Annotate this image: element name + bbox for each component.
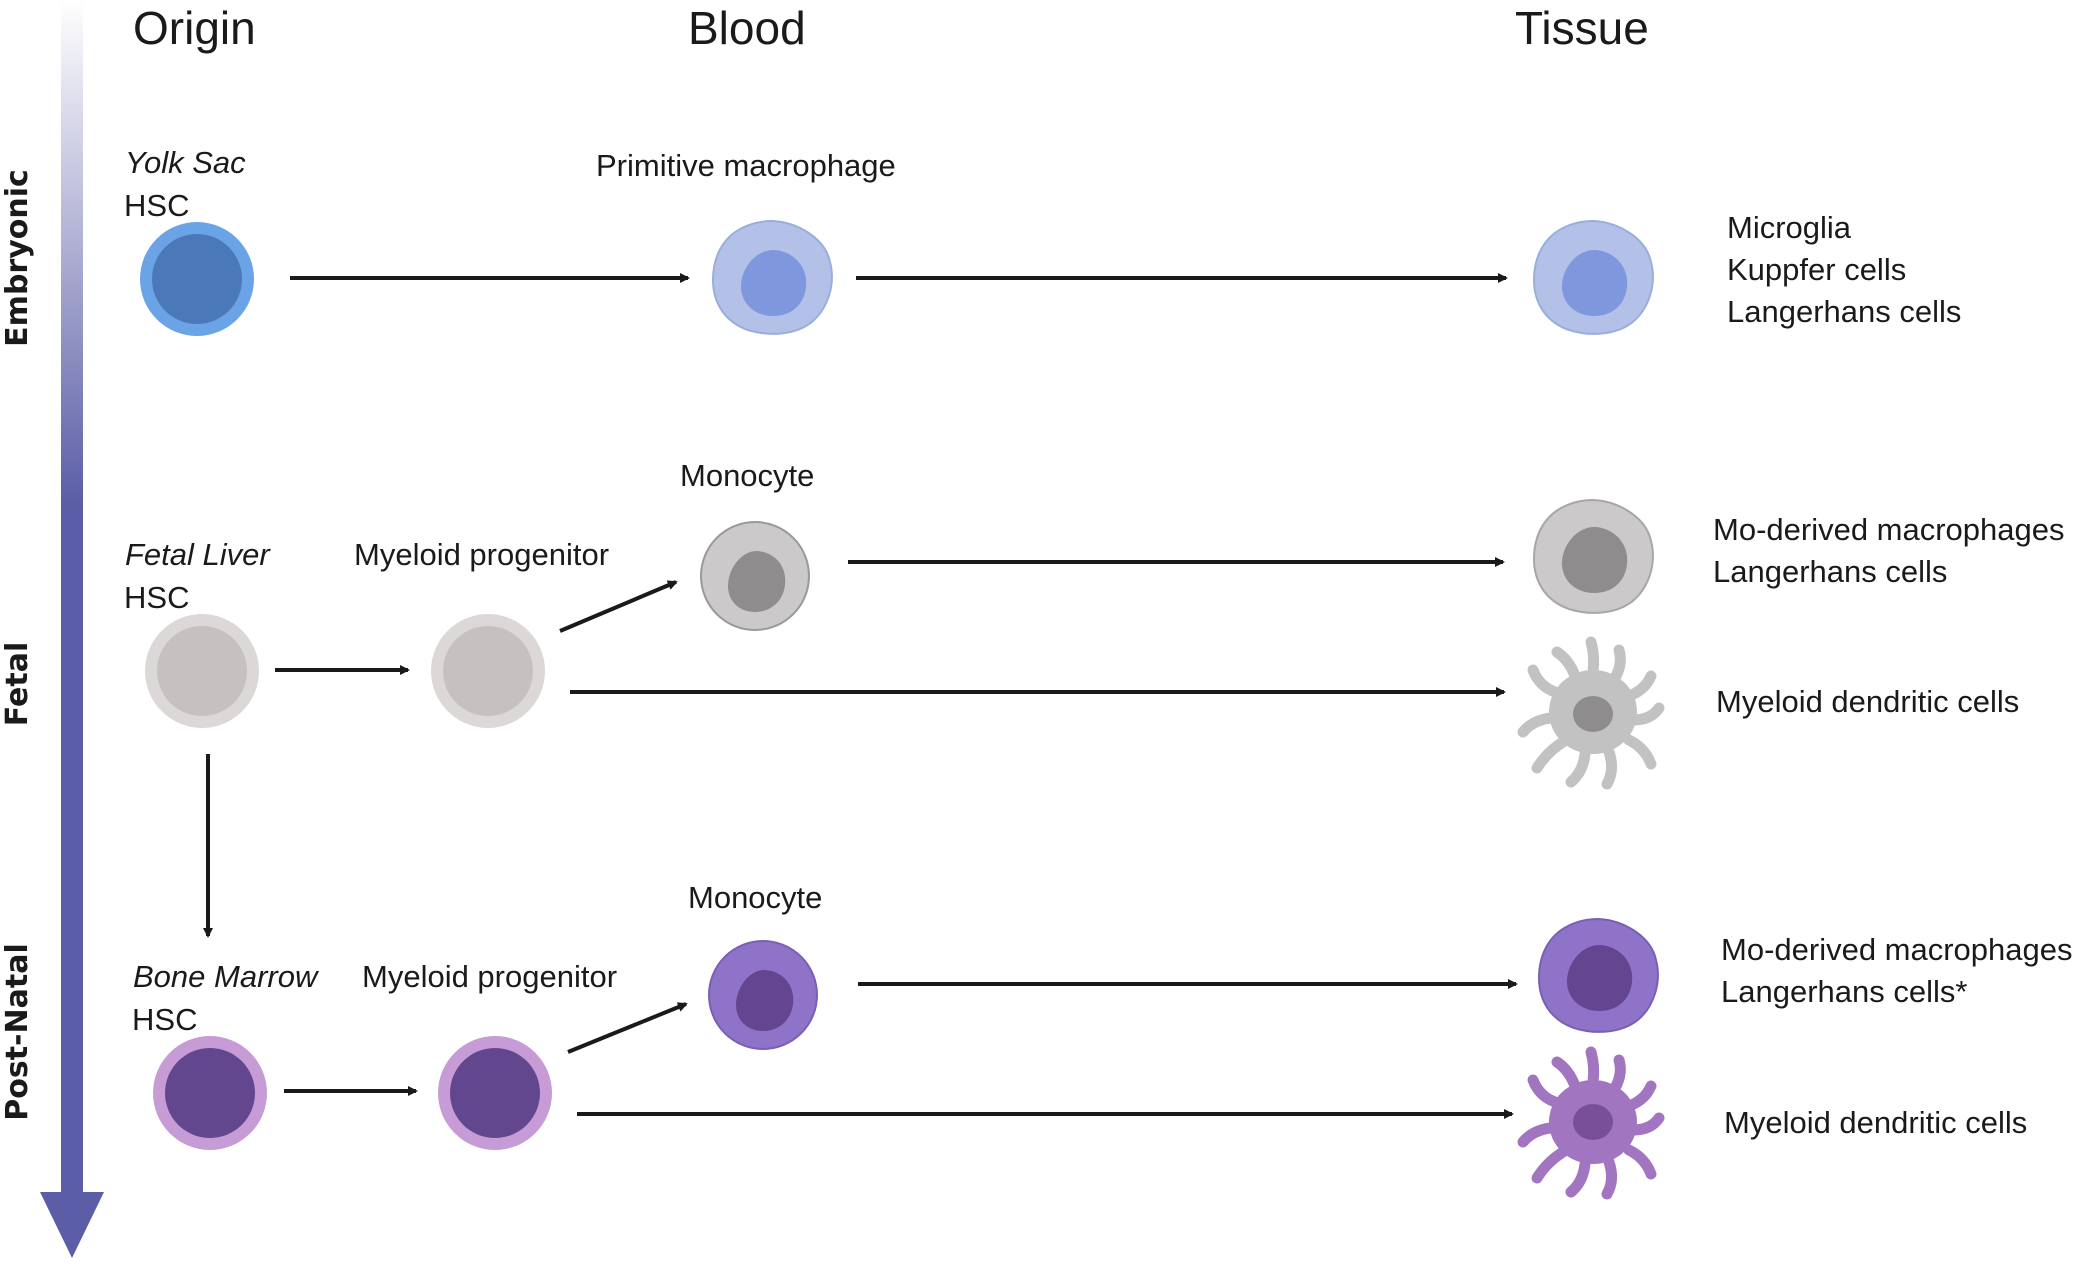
postnatal-dendritic-cell: [1517, 1046, 1665, 1200]
postnatal-myeloid-progenitor-cell: [438, 1036, 552, 1150]
column-blood: Blood: [688, 2, 806, 54]
fetal-tissue-dendritic: Myeloid dendritic cells: [1716, 684, 2019, 719]
fetal-progenitor-label: Myeloid progenitor: [354, 537, 609, 572]
tissue-macrophage-grey-cell: [1532, 498, 1654, 614]
fetal-origin-site: Fetal Liver: [125, 537, 271, 572]
embryonic-hsc-cell: [140, 222, 254, 336]
timeline-arrow: [40, 0, 104, 1258]
fetal-origin-cell: HSC: [124, 580, 189, 615]
postnatal-monocyte-label: Monocyte: [688, 880, 822, 915]
fetal-monocyte-label: Monocyte: [680, 458, 814, 493]
column-tissue: Tissue: [1515, 2, 1649, 54]
postnatal-hsc-cell: [153, 1036, 267, 1150]
stage-fetal: Fetal: [0, 642, 35, 727]
stage-embryonic: Embryonic: [0, 169, 35, 347]
tissue-macrophage-purple-cell: [1537, 917, 1659, 1033]
embryonic-tissue-cell-2: Kuppfer cells: [1727, 252, 1906, 287]
tissue-macrophage-blue-cell: [1532, 219, 1654, 335]
fetal-tissue-macrophage-2: Langerhans cells: [1713, 554, 1947, 589]
postnatal-tissue-macrophage-2: Langerhans cells*: [1721, 974, 1967, 1009]
fetal-hsc-cell: [145, 614, 259, 728]
embryonic-tissue-cell-3: Langerhans cells: [1727, 294, 1961, 329]
postnatal-origin-site: Bone Marrow: [133, 959, 320, 994]
postnatal-tissue-dendritic: Myeloid dendritic cells: [1724, 1105, 2027, 1140]
stage-postnatal: Post-Natal: [0, 943, 35, 1120]
postnatal-origin-cell: HSC: [132, 1002, 197, 1037]
arrow-fetal-progenitor-to-monocyte: [559, 580, 678, 633]
embryonic-blood-label: Primitive macrophage: [596, 148, 896, 183]
postnatal-tissue-macrophage-1: Mo-derived macrophages: [1721, 932, 2073, 967]
fetal-tissue-macrophage-1: Mo-derived macrophages: [1713, 512, 2065, 547]
fetal-dendritic-cell: [1517, 636, 1665, 790]
postnatal-progenitor-label: Myeloid progenitor: [362, 959, 617, 994]
fetal-myeloid-progenitor-cell: [431, 614, 545, 728]
column-origin: Origin: [133, 2, 256, 54]
embryonic-origin-site: Yolk Sac: [125, 145, 246, 180]
postnatal-monocyte-cell: [708, 940, 818, 1050]
embryonic-origin-cell: HSC: [124, 188, 189, 223]
embryonic-tissue-cell-1: Microglia: [1727, 210, 1852, 245]
arrow-postnatal-progenitor-to-monocyte: [567, 1002, 688, 1054]
fetal-monocyte-cell: [700, 521, 810, 631]
primitive-macrophage-cell: [711, 219, 833, 335]
